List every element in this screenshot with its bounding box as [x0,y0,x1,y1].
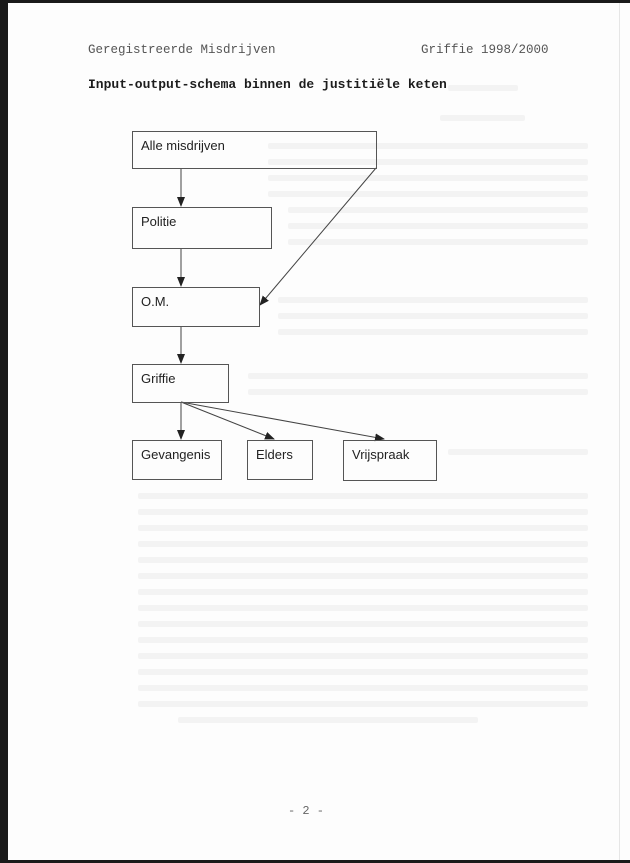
bleed-through [138,701,588,707]
bleed-through [268,143,588,149]
bleed-through [138,653,588,659]
bleed-through [288,207,588,213]
node-gevangenis: Gevangenis [132,440,222,480]
edge-alle-to-om [259,167,377,306]
node-om: O.M. [132,287,260,327]
page-number: - 2 - [288,804,325,818]
bleed-through [288,223,588,229]
bleed-through [178,717,478,723]
edge-griffie-to-vrijspraak [180,401,385,442]
node-politie: Politie [132,207,272,249]
bleed-through [268,191,588,197]
bleed-through [138,685,588,691]
document-page: Geregistreerde Misdrijven Griffie 1998/2… [8,3,630,860]
bleed-through [448,449,588,455]
bleed-through [288,239,588,245]
bleed-through [268,159,588,165]
bleed-through [138,493,588,499]
bleed-through [138,573,588,579]
bleed-through [138,509,588,515]
bleed-through [138,557,588,563]
bleed-through [138,589,588,595]
bleed-through [138,605,588,611]
bleed-through [440,115,525,121]
bleed-through [268,175,588,181]
bleed-through [138,525,588,531]
flow-diagram-connectors [177,167,385,442]
bleed-through [278,329,588,335]
running-header-left: Geregistreerde Misdrijven [88,43,276,57]
page-fold-line [619,3,620,860]
page-title: Input-output-schema binnen de justitiële… [88,77,447,92]
running-header-right: Griffie 1998/2000 [421,43,549,57]
bleed-through [138,669,588,675]
node-vrijspraak: Vrijspraak [343,440,437,481]
node-griffie: Griffie [132,364,229,403]
bleed-through [448,85,518,91]
bleed-through [278,313,588,319]
bleed-through [138,637,588,643]
bleed-through [248,373,588,379]
bleed-through [248,389,588,395]
edge-griffie-to-elders [180,401,275,440]
bleed-through [138,541,588,547]
bleed-through [278,297,588,303]
node-alle-misdrijven: Alle misdrijven [132,131,377,169]
node-elders: Elders [247,440,313,480]
bleed-through [138,621,588,627]
